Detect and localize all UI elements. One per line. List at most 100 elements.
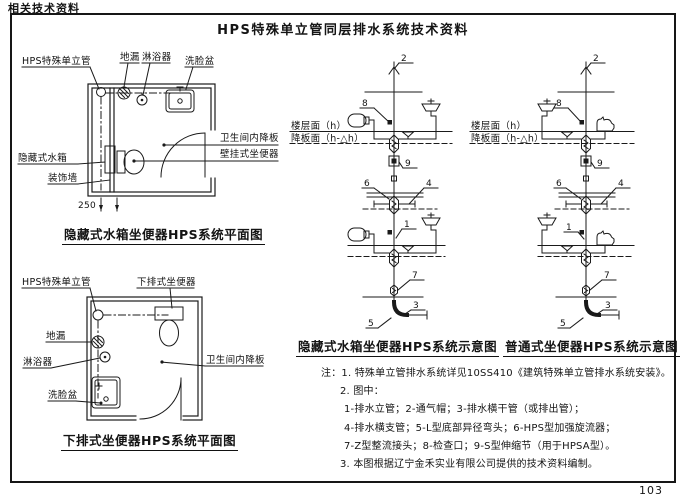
floor-drain-funnel-icon bbox=[561, 131, 573, 140]
inspection-port-icon bbox=[387, 119, 393, 125]
plan-bottom-leaders bbox=[21, 287, 264, 405]
branch-pipe bbox=[590, 130, 606, 140]
toilet-icon bbox=[104, 145, 145, 175]
plan-top-walls bbox=[87, 83, 217, 197]
pipes bbox=[92, 309, 169, 399]
wash-basin-icon bbox=[421, 98, 441, 112]
plan-bottom-walls bbox=[86, 296, 203, 423]
callout-5: 5 bbox=[560, 319, 566, 329]
note-prefix: 注： bbox=[321, 368, 342, 379]
label-decorative-wall: 装饰墙 bbox=[48, 172, 78, 184]
plan-top-leaders bbox=[17, 62, 279, 185]
floor-drain-icon bbox=[117, 86, 131, 100]
bottom-elbow-icon bbox=[391, 299, 410, 318]
floor-drain-funnel-icon bbox=[402, 245, 414, 254]
vent-cap-icon bbox=[580, 66, 592, 75]
callout-9: 9 bbox=[597, 159, 603, 169]
note-line: 3. 本图根据辽宁金禾实业有限公司提供的技术资料编制。 bbox=[340, 459, 599, 471]
inspection-port-icon bbox=[579, 119, 585, 125]
callout-2: 2 bbox=[401, 54, 407, 64]
plan-top: 250 HPS特殊单立管 地漏 淋浴器 洗脸盆 卫生间内降板 壁挂式坐便器 隐藏… bbox=[17, 51, 279, 212]
label-wall-hung-toilet: 壁挂式坐便器 bbox=[220, 148, 279, 160]
wash-basin-icon bbox=[91, 376, 121, 409]
caption-schematic-right: 普通式坐便器HPS系统示意图 bbox=[503, 336, 681, 357]
branch-pipe bbox=[398, 224, 437, 254]
label-wash-basin: 洗脸盆 bbox=[48, 389, 78, 401]
callout-7: 7 bbox=[604, 271, 610, 281]
wall-hung-toilet-icon bbox=[347, 113, 370, 128]
label-bottom-outlet-toilet: 下排式坐便器 bbox=[137, 276, 196, 288]
branch-pipe bbox=[590, 244, 606, 254]
door-symbol bbox=[160, 132, 206, 178]
sheet-border bbox=[10, 13, 676, 483]
branch-pipe bbox=[541, 110, 582, 140]
shower-icon bbox=[99, 351, 111, 363]
callout-5: 5 bbox=[368, 319, 374, 329]
concealed-tank-icon bbox=[104, 145, 116, 174]
page-title: HPS特殊单立管同层排水系统技术资料 bbox=[217, 23, 469, 38]
caption-plan-bottom: 下排式坐便器HPS系统平面图 bbox=[61, 430, 239, 451]
branch-pipe bbox=[368, 233, 390, 254]
callout-8: 8 bbox=[362, 99, 368, 109]
note-line: 2. 图中： bbox=[340, 386, 384, 398]
inspection-port-icon bbox=[387, 229, 393, 235]
callout-8: 8 bbox=[556, 99, 562, 109]
label-shower: 淋浴器 bbox=[23, 356, 53, 368]
callout-1: 1 bbox=[566, 223, 572, 233]
wash-basin-icon bbox=[421, 212, 441, 226]
coupling-icon bbox=[583, 175, 589, 182]
door-symbol bbox=[139, 377, 182, 421]
schematic-left: 2 8 楼层面（h） 降板面（h-△h） 9 6 4 bbox=[289, 54, 453, 329]
callout-3: 3 bbox=[605, 301, 611, 311]
callout-4: 4 bbox=[618, 179, 624, 189]
coupling-icon bbox=[391, 175, 397, 182]
callout-3: 3 bbox=[413, 301, 419, 311]
branch-pipe bbox=[541, 224, 582, 254]
branch-pipe bbox=[368, 119, 390, 140]
wall-hung-toilet-icon bbox=[347, 227, 370, 242]
label-sunken-slab: 卫生间内降板 bbox=[206, 354, 265, 366]
note-line: 注：1. 特殊单立管排水系统详见10SS410《建筑特殊单立管排水系统安装》。 bbox=[321, 368, 672, 379]
wash-basin-icon bbox=[165, 86, 195, 113]
riser-circle bbox=[96, 87, 106, 97]
callout-2: 2 bbox=[593, 54, 599, 64]
callout-1: 1 bbox=[404, 220, 410, 230]
wash-basin-icon bbox=[537, 212, 557, 226]
label-floor-level: 楼层面（h） bbox=[291, 120, 346, 132]
label-shower: 淋浴器 bbox=[142, 51, 172, 63]
label-floor-drain: 地漏 bbox=[46, 330, 66, 342]
caption-schematic-left: 隐藏式水箱坐便器HPS系统示意图 bbox=[296, 336, 500, 357]
schematic-right: 2 8 楼层面（h） 降板面（h-△h） 9 6 4 bbox=[469, 54, 635, 329]
callout-6: 6 bbox=[364, 179, 370, 189]
vent-cap-icon bbox=[388, 66, 400, 75]
label-riser: HPS特殊单立管 bbox=[22, 55, 91, 67]
toilet-icon bbox=[154, 306, 184, 347]
note-line: 1-排水立管；2-通气帽；3-排水横干管（或排出管）； bbox=[344, 404, 585, 416]
inspection-port-icon bbox=[579, 229, 585, 235]
riser-circle bbox=[92, 309, 104, 321]
plan-bottom: HPS特殊单立管 下排式坐便器 地漏 淋浴器 洗脸盆 卫生间内降板 bbox=[21, 276, 265, 423]
floor-drain-funnel-icon bbox=[561, 245, 573, 254]
corner-label: 相关技术资料 bbox=[8, 2, 80, 15]
caption-plan-top: 隐藏式水箱坐便器HPS系统平面图 bbox=[62, 224, 266, 245]
label-floor-level: 楼层面（h） bbox=[471, 120, 526, 132]
label-concealed-tank: 隐藏式水箱 bbox=[18, 152, 67, 164]
floor-drain-icon bbox=[91, 335, 105, 349]
label-slab-level: 降板面（h-△h） bbox=[471, 133, 544, 145]
floor-drain-funnel-icon bbox=[402, 131, 414, 140]
label-wash-basin: 洗脸盆 bbox=[185, 55, 215, 67]
label-sunken-slab: 卫生间内降板 bbox=[220, 132, 279, 144]
note-line: 7-Z型整流接头；8-检查口；9-S型伸缩节（用于HPSA型）。 bbox=[344, 440, 616, 452]
page-number: 103 bbox=[639, 484, 663, 497]
notes-block: 注：1. 特殊单立管排水系统详见10SS410《建筑特殊单立管排水系统安装》。 … bbox=[321, 365, 673, 474]
floor-outlet-toilet-icon bbox=[596, 230, 615, 246]
label-slab-level: 降板面（h-△h） bbox=[291, 133, 364, 145]
bottom-elbow-icon bbox=[583, 299, 602, 318]
wash-basin-icon bbox=[537, 98, 557, 112]
floor-outlet-toilet-icon bbox=[596, 116, 615, 132]
callout-6: 6 bbox=[556, 179, 562, 189]
label-floor-drain: 地漏 bbox=[120, 51, 140, 63]
note-line: 4-排水横支管；5-L型底部异径弯头；6-HPS型加强旋流器； bbox=[344, 422, 616, 434]
